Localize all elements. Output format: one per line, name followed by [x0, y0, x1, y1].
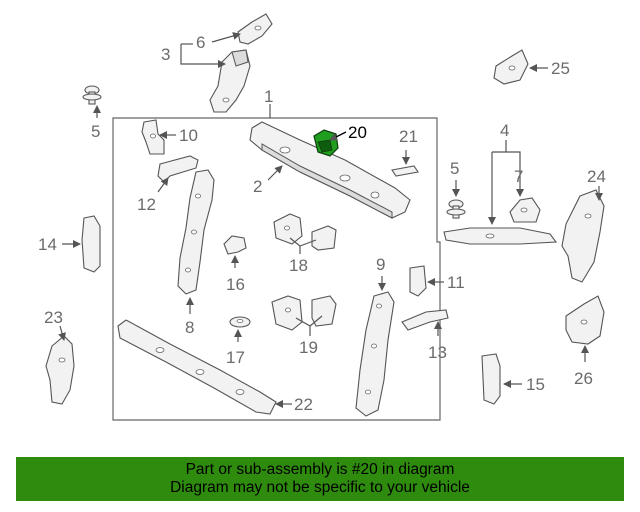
part-24-side-member[interactable] [561, 189, 605, 283]
part-17-clip[interactable] [229, 316, 251, 328]
callout-18[interactable]: 18 [289, 256, 308, 275]
part-8-side-support[interactable] [177, 169, 215, 295]
banner-line-1: Part or sub-assembly is #20 in diagram [185, 461, 455, 478]
part-5-bolt-right[interactable] [446, 199, 466, 219]
part-10-bracket[interactable] [141, 119, 165, 155]
banner-line-2: Diagram may not be specific to your vehi… [170, 479, 470, 496]
part-21-pad[interactable] [391, 165, 419, 177]
part-25-bracket[interactable] [493, 49, 529, 85]
callout-15[interactable]: 15 [526, 375, 545, 394]
part-22-lower-crossmember[interactable] [117, 319, 277, 415]
callout-12[interactable]: 12 [137, 195, 156, 214]
callout-19[interactable]: 19 [299, 338, 318, 357]
callout-3[interactable]: 3 [161, 45, 170, 64]
part-18-brackets[interactable] [273, 213, 337, 251]
callout-24[interactable]: 24 [587, 167, 606, 186]
part-7-bracket[interactable] [509, 197, 541, 223]
part-23-side-member[interactable] [45, 335, 75, 405]
callout-23[interactable]: 23 [44, 308, 63, 327]
callout-13[interactable]: 13 [428, 343, 447, 362]
callout-2[interactable]: 2 [253, 177, 262, 196]
callout-20[interactable]: 20 [348, 123, 367, 142]
callout-7[interactable]: 7 [514, 167, 523, 186]
part-5-bolt-left[interactable] [82, 85, 102, 105]
callout-25[interactable]: 25 [551, 59, 570, 78]
parts-diagram: 1 2 3 6 5 10 12 [38, 13, 606, 421]
part-14-bracket[interactable] [81, 215, 101, 273]
part-6-bracket[interactable] [237, 13, 273, 45]
part-3-bracket-assembly[interactable] [209, 49, 251, 113]
part-2-upper-crossmember[interactable] [249, 121, 411, 219]
callout-11[interactable]: 11 [447, 273, 465, 292]
part-9-side-support[interactable] [355, 291, 395, 417]
callout-5-right[interactable]: 5 [450, 159, 459, 178]
callout-16[interactable]: 16 [226, 275, 245, 294]
callout-21[interactable]: 21 [399, 127, 418, 146]
part-16-clip[interactable] [223, 235, 247, 255]
callout-6[interactable]: 6 [196, 33, 205, 52]
part-20-highlighted-bracket[interactable] [313, 129, 339, 157]
callout-14[interactable]: 14 [38, 235, 57, 254]
callout-8[interactable]: 8 [185, 318, 194, 337]
part-4-crossmember-assembly[interactable] [443, 227, 558, 245]
part-11-bracket[interactable] [409, 265, 427, 297]
part-15-bracket[interactable] [481, 353, 501, 405]
callout-26[interactable]: 26 [574, 369, 593, 388]
part-13-bracket[interactable] [401, 309, 449, 331]
callout-10[interactable]: 10 [179, 126, 198, 145]
callout-17[interactable]: 17 [226, 348, 245, 367]
part-26-bracket[interactable] [565, 295, 605, 345]
callout-22[interactable]: 22 [294, 395, 313, 414]
part-19-brackets[interactable] [271, 295, 337, 331]
callout-9[interactable]: 9 [376, 255, 385, 274]
info-banner: Part or sub-assembly is #20 in diagram D… [16, 457, 624, 501]
part-12-bracket[interactable] [157, 155, 199, 183]
assembly-boundary [112, 117, 441, 421]
callout-5-left[interactable]: 5 [91, 122, 100, 141]
callout-1[interactable]: 1 [264, 87, 273, 106]
callout-4[interactable]: 4 [500, 121, 509, 140]
